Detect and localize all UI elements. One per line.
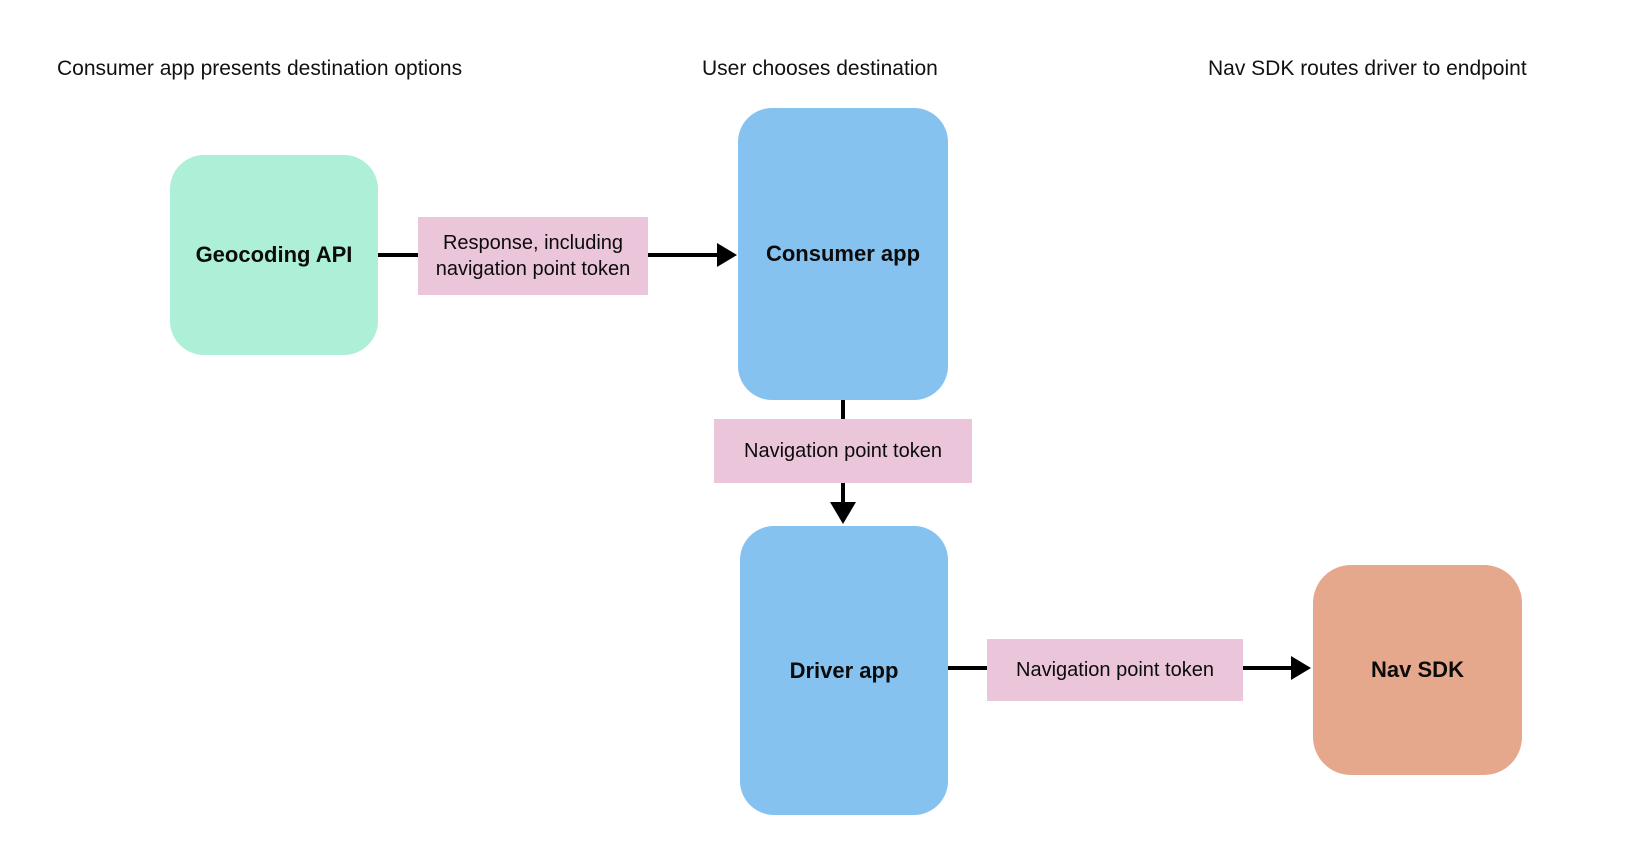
stage-heading-user-chooses: User chooses destination xyxy=(702,57,938,80)
node-nav-sdk: Nav SDK xyxy=(1313,565,1522,775)
stage-heading-navsdk-routes: Nav SDK routes driver to endpoint xyxy=(1208,57,1527,80)
edge-label-navigation-point-token-2: Navigation point token xyxy=(987,639,1243,701)
arrowhead-right-icon xyxy=(717,243,737,267)
node-consumer-app: Consumer app xyxy=(738,108,948,400)
node-geocoding-api: Geocoding API xyxy=(170,155,378,355)
stage-heading-consumer-presents: Consumer app presents destination option… xyxy=(57,57,463,80)
edge-label-response-token: Response, including navigation point tok… xyxy=(418,217,648,295)
arrowhead-right-icon xyxy=(1291,656,1311,680)
edge-label-navigation-point-token-1: Navigation point token xyxy=(714,419,972,483)
node-driver-app: Driver app xyxy=(740,526,948,815)
arrowhead-down-icon xyxy=(830,502,856,524)
